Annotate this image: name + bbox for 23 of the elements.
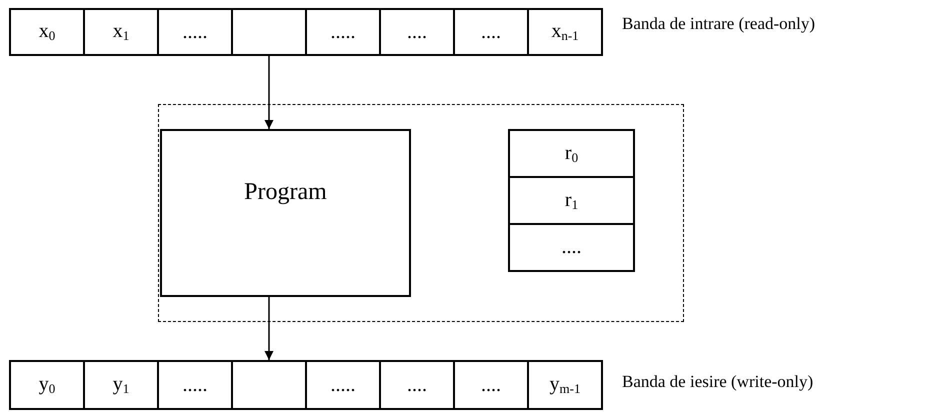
register-cell: .... — [508, 223, 635, 272]
tape-cell: y$_{0}$ — [9, 360, 85, 410]
tape-cell: ..... — [305, 8, 381, 56]
arrow — [264, 56, 274, 129]
tape-cell: x$_{n-1}$ — [527, 8, 603, 56]
tape-cell: y$_{m-1}$ — [527, 360, 603, 410]
program-box: Program — [160, 129, 411, 297]
tape-caption: Banda de intrare (read-only) — [622, 14, 816, 34]
tape-cell: .... — [453, 360, 529, 410]
tape-cell: .... — [379, 8, 455, 56]
tape-cell: x$_{1}$ — [83, 8, 159, 56]
tape-cell: .... — [453, 8, 529, 56]
register-cell: r$_{0}$ — [508, 129, 635, 178]
tape-cell: y$_{1}$ — [83, 360, 159, 410]
register-cell: r$_{1}$ — [508, 176, 635, 225]
tape-cell: ..... — [157, 360, 233, 410]
tape-cell: x$_{0}$ — [9, 8, 85, 56]
tape-cell: ..... — [157, 8, 233, 56]
arrow — [264, 297, 274, 360]
tape-cell: ..... — [305, 360, 381, 410]
tape-caption: Banda de iesire (write-only) — [622, 372, 814, 392]
dashed-region — [158, 104, 684, 322]
tape-cell: .... — [379, 360, 455, 410]
